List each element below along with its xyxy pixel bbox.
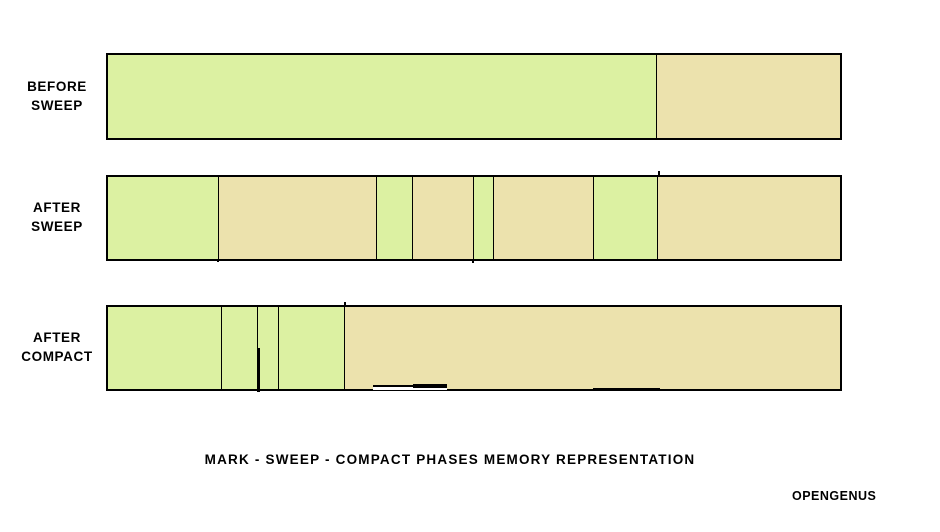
memory-segment-live-object: [108, 177, 218, 259]
bar-label-line: COMPACT: [21, 349, 93, 364]
memory-segment-live-object: [108, 307, 221, 389]
bar-label-after-compact: AFTER COMPACT: [10, 328, 104, 366]
memory-segment-live-object: [221, 307, 257, 389]
diagram-caption: MARK - SWEEP - COMPACT PHASES MEMORY REP…: [204, 452, 696, 467]
memory-segment-free-space: [412, 177, 473, 259]
memory-segment-free-space: [344, 307, 840, 389]
bar-label-line: SWEEP: [31, 219, 83, 234]
bar-label-line: AFTER: [33, 330, 81, 345]
memory-segment-free-space: [218, 177, 376, 259]
bar-label-before-sweep: BEFORE SWEEP: [10, 77, 104, 115]
memory-segment-live-object: [108, 55, 656, 138]
memory-segment-live-object: [593, 177, 657, 259]
memory-segment-live-object: [278, 307, 344, 389]
memory-segment-live-object: [257, 307, 278, 389]
bar-label-after-sweep: AFTER SWEEP: [10, 198, 104, 236]
tick-stroke-above-after-sweep-bar: [658, 171, 660, 178]
memory-bar-after-compact: [106, 305, 842, 391]
bar-label-line: BEFORE: [27, 78, 87, 94]
opengenus-brand-text: OPENGENUS: [792, 489, 877, 503]
memory-bar-before-sweep: [106, 53, 842, 140]
thick-partial-line-after-compact-bar: [257, 348, 260, 392]
dipped-bottom-border-after-compact-bar: [593, 388, 660, 390]
memory-segment-free-space: [656, 55, 840, 138]
memory-segment-live-object: [376, 177, 412, 259]
memory-bar-after-sweep: [106, 175, 842, 261]
memory-segment-free-space: [657, 177, 840, 259]
raised-bottom-border-after-compact-bar: [373, 385, 447, 387]
thick-bottom-border-after-compact-bar: [413, 384, 447, 388]
bottom-border-gap-after-compact-bar: [373, 386, 447, 390]
bar-label-line: AFTER: [33, 200, 81, 215]
memory-segment-free-space: [493, 177, 593, 259]
line-extension-below-after-sweep-bar: [472, 259, 474, 263]
memory-segment-live-object: [473, 177, 493, 259]
bar-label-line: SWEEP: [31, 97, 83, 113]
